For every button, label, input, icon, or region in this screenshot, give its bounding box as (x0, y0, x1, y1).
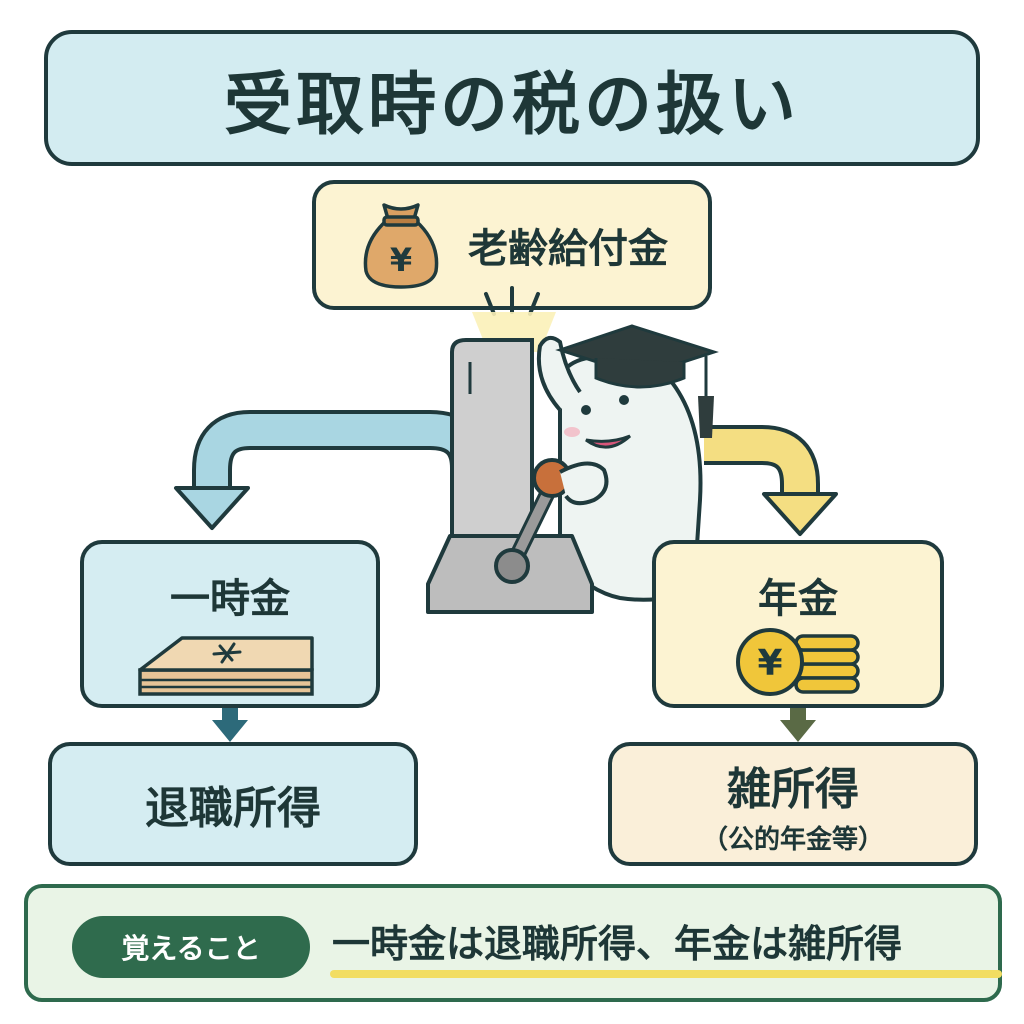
memo-badge: 覚えること (72, 916, 310, 978)
cash-bundle-icon (138, 636, 314, 696)
yellow-arrow-to-pension (704, 429, 816, 494)
light-rays (484, 286, 540, 316)
memo-text: 一時金は退職所得、年金は雑所得 (332, 922, 903, 966)
source-label: 老齢給付金 (468, 226, 668, 272)
blue-arrow-head (174, 486, 250, 530)
page-title: 受取時の税の扱い (223, 65, 800, 145)
down-arrow-lump-sum (212, 708, 248, 742)
memo-highlight (330, 970, 1002, 978)
misc-income-box: 雑所得 （公的年金等） (608, 742, 978, 866)
lever-pivot (494, 548, 530, 584)
yen-symbol: ¥ (390, 241, 412, 279)
title-banner: 受取時の税の扱い (44, 30, 980, 166)
misc-income-sublabel: （公的年金等） (701, 824, 884, 855)
retirement-income-label: 退職所得 (145, 783, 321, 834)
memo-box: 覚えること 一時金は退職所得、年金は雑所得 (24, 884, 1002, 1002)
cap-tassel (698, 396, 714, 438)
mascot-hand (559, 461, 609, 506)
mascot-eye (619, 395, 629, 405)
misc-income-label: 雑所得 (727, 763, 859, 815)
money-bag-yen-icon: ¥ (363, 203, 439, 289)
pension-label: 年金 (758, 576, 838, 622)
lump-sum-label: 一時金 (170, 576, 290, 622)
down-arrow-pension (780, 708, 816, 742)
machine-chute (450, 338, 534, 542)
pension-box: 年金 ¥ (652, 540, 944, 708)
mascot-eye (581, 405, 591, 415)
mascot-arm (536, 335, 582, 412)
yen-coins-icon: ¥ (736, 628, 860, 696)
retirement-income-box: 退職所得 (48, 742, 418, 866)
lump-sum-box: 一時金 (80, 540, 380, 708)
coin-yen-symbol: ¥ (757, 643, 782, 684)
yellow-arrow-head (762, 492, 838, 536)
mascot-mouth (585, 434, 632, 449)
